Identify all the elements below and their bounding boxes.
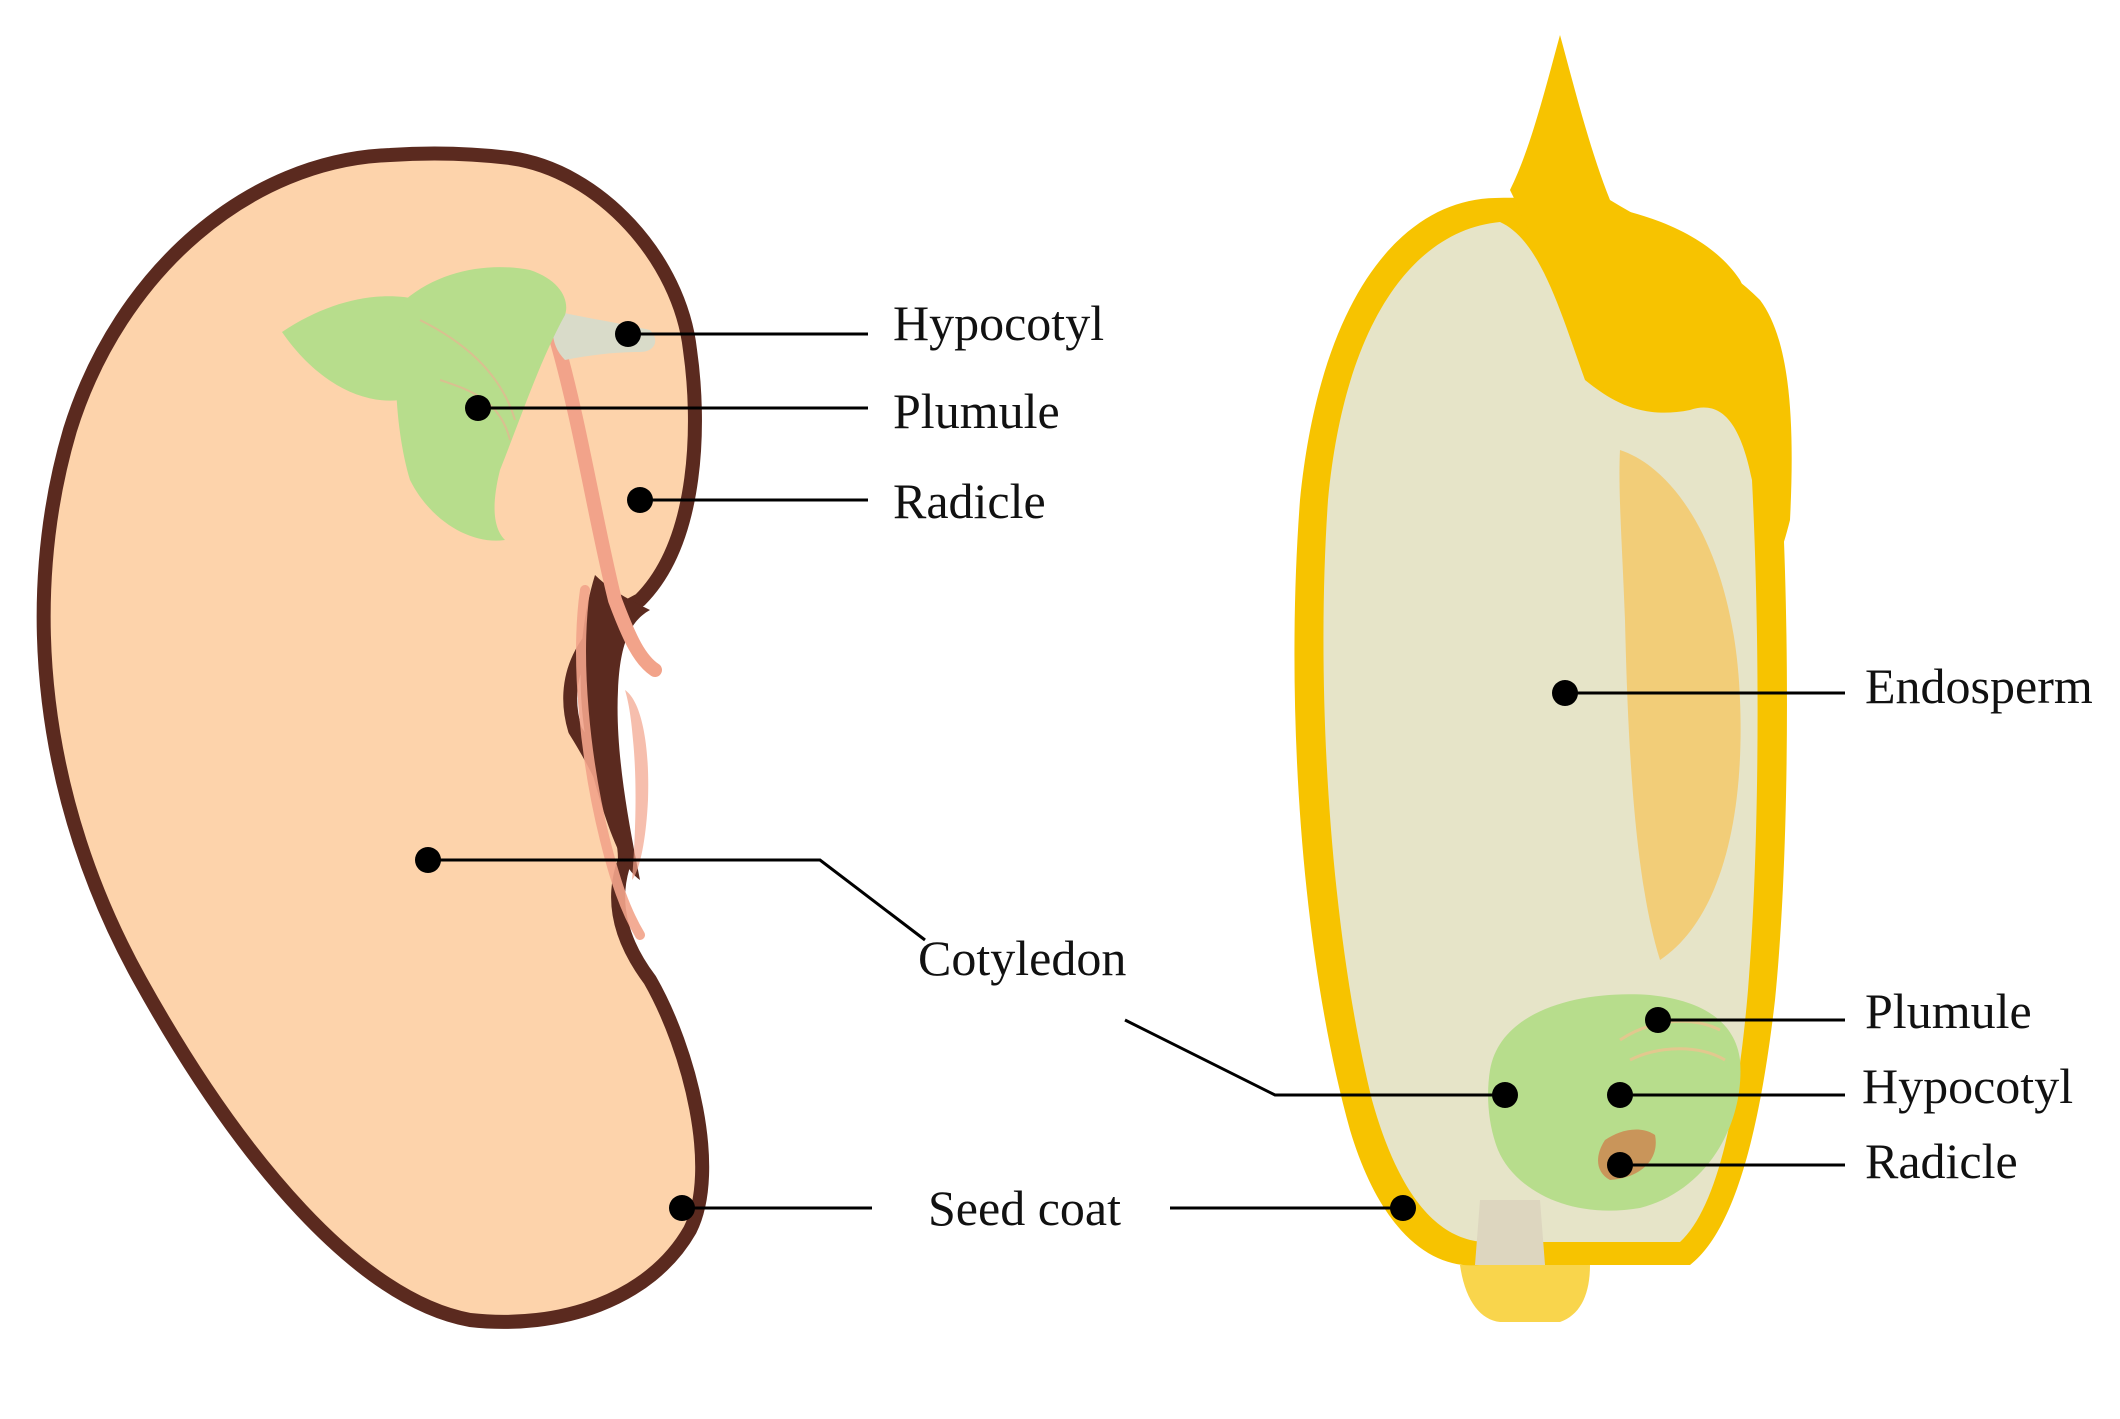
dot-grain-plumule bbox=[1645, 1007, 1671, 1033]
label-seed-coat: Seed coat bbox=[928, 1180, 1121, 1236]
grain-seed bbox=[1294, 35, 1791, 1322]
dot-grain-cotyledon bbox=[1492, 1082, 1518, 1108]
label-bean-radicle: Radicle bbox=[893, 473, 1046, 529]
dot-bean-plumule bbox=[465, 395, 491, 421]
bean-seed bbox=[44, 153, 703, 1321]
label-cotyledon: Cotyledon bbox=[918, 930, 1126, 986]
dot-grain-radicle bbox=[1607, 1152, 1633, 1178]
dot-bean-radicle bbox=[627, 487, 653, 513]
label-grain-endosperm: Endosperm bbox=[1865, 658, 2093, 714]
grain-base bbox=[1475, 1200, 1545, 1265]
dot-bean-seed-coat bbox=[669, 1195, 695, 1221]
dot-grain-endosperm bbox=[1552, 680, 1578, 706]
label-grain-radicle: Radicle bbox=[1865, 1133, 2018, 1189]
grain-base-rim bbox=[1460, 1265, 1590, 1322]
label-bean-plumule: Plumule bbox=[893, 383, 1060, 439]
label-grain-hypocotyl: Hypocotyl bbox=[1862, 1058, 2073, 1114]
dot-bean-cotyledon bbox=[415, 847, 441, 873]
label-bean-hypocotyl: Hypocotyl bbox=[893, 295, 1104, 351]
dot-grain-hypocotyl bbox=[1607, 1082, 1633, 1108]
dot-bean-hypocotyl bbox=[615, 321, 641, 347]
dot-grain-seed-coat bbox=[1390, 1195, 1416, 1221]
label-grain-plumule: Plumule bbox=[1865, 983, 2032, 1039]
